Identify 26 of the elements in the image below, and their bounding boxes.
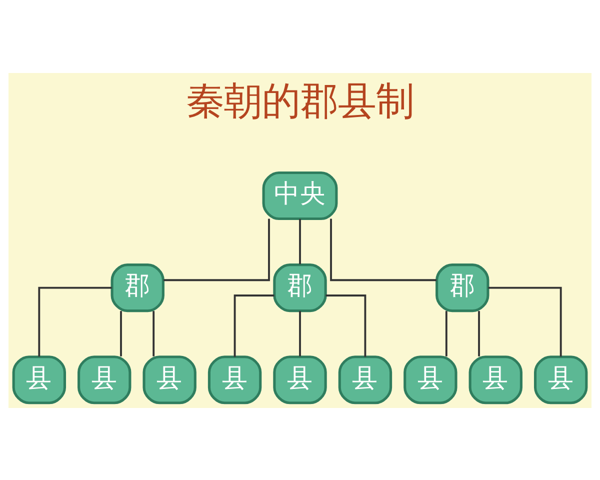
node-box: 县: [78, 355, 132, 404]
connector: [120, 310, 122, 356]
connector: [478, 310, 480, 356]
connector: [164, 218, 270, 281]
connector: [299, 310, 301, 356]
connector: [234, 294, 274, 356]
node-box: 县: [12, 355, 66, 404]
connector: [488, 286, 562, 356]
connector: [38, 286, 112, 356]
node-box: 县: [404, 355, 458, 404]
node-box: 中央: [262, 170, 338, 220]
connector: [445, 310, 448, 356]
node-box: 郡: [110, 263, 164, 312]
node-box: 郡: [436, 263, 490, 312]
node-box: 县: [208, 355, 262, 404]
diagram-title: 秦朝的郡县制: [186, 78, 414, 124]
node-box: 县: [468, 355, 522, 404]
node-box: 县: [534, 355, 588, 404]
node-box: 县: [338, 355, 392, 404]
connector: [299, 218, 301, 264]
connector: [326, 294, 366, 356]
node-box: 县: [142, 355, 196, 404]
node-box: 县: [273, 355, 327, 404]
connector: [152, 310, 155, 356]
node-box: 郡: [273, 263, 327, 312]
connector: [330, 218, 436, 281]
